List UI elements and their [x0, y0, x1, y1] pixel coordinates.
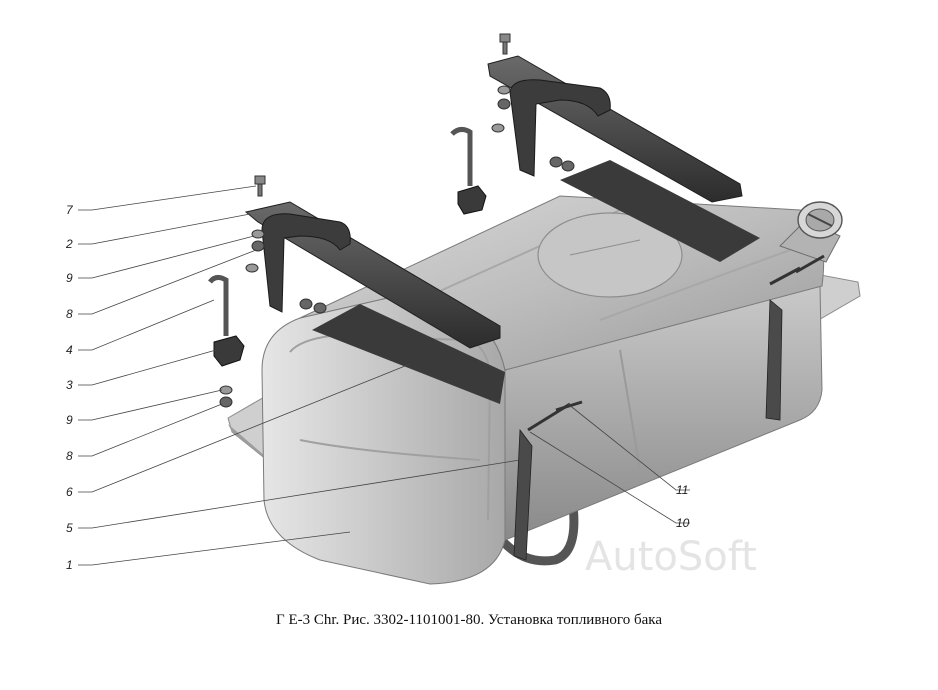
- filler-cap: [779, 201, 843, 263]
- callout-labels: 7 2 9 8 4 3 9 8 6 5 1 11 10: [65, 203, 690, 572]
- washers-nuts: [219, 85, 575, 408]
- callout-7: 7: [66, 203, 74, 217]
- callout-8-lower: 8: [66, 449, 73, 463]
- hook-bolt-front: [208, 274, 245, 367]
- cross-member-front: [244, 201, 501, 349]
- hook-bolt-rear: [450, 126, 487, 215]
- callout-6: 6: [66, 485, 73, 499]
- callout-3: 3: [66, 378, 73, 392]
- callout-9-lower: 9: [66, 413, 73, 427]
- strap-tensioner: [527, 254, 825, 432]
- callout-10: 10: [676, 516, 690, 530]
- callout-8-upper: 8: [66, 307, 73, 321]
- fuel-tank: [261, 160, 825, 585]
- callout-4: 4: [66, 343, 73, 357]
- callout-11: 11: [676, 483, 688, 497]
- bolt-rear: [499, 33, 511, 55]
- callout-5: 5: [66, 521, 73, 535]
- callout-2: 2: [65, 237, 73, 251]
- bolt-front: [254, 175, 266, 197]
- watermark: AutoSoft: [585, 534, 757, 580]
- callout-1: 1: [66, 558, 73, 572]
- cross-member-rear: [487, 55, 743, 203]
- callout-9-upper: 9: [66, 271, 73, 285]
- leader-lines: [78, 185, 690, 566]
- figure-caption: Г Е-3 Chr. Рис. 3302-1101001-80. Установ…: [276, 612, 662, 628]
- tank-strap: [513, 299, 783, 561]
